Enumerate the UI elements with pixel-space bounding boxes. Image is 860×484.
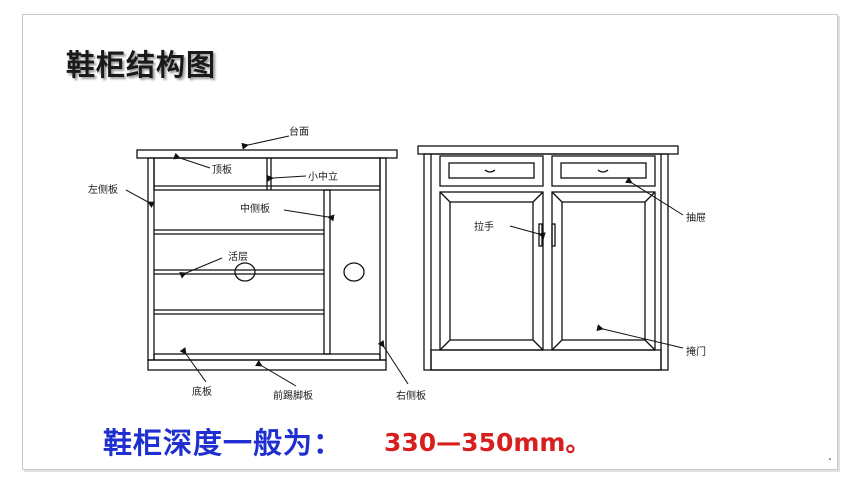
label-left-side: 左侧板 [88, 183, 118, 196]
label-middle-side: 中侧板 [240, 202, 270, 215]
label-shelf: 活层 [228, 251, 248, 263]
slide-frame [22, 14, 838, 470]
label-door: 掩门 [686, 345, 706, 358]
page-title: 鞋柜结构图 [66, 48, 217, 82]
depth-value: 330—350mm。 [384, 428, 591, 457]
label-right-side: 右侧板 [396, 389, 426, 402]
label-small-divider: 小中立 [308, 170, 338, 183]
label-handle: 拉手 [474, 220, 494, 233]
front-cabinet [417, 145, 679, 371]
corner-dot [829, 458, 831, 460]
structure-cabinet [136, 149, 398, 371]
slide-frame-shadow [24, 16, 840, 472]
depth-label: 鞋柜深度一般为： [103, 426, 344, 460]
label-top-surface: 台面 [289, 125, 309, 138]
front-arrows [509, 176, 684, 349]
label-front-kickboard: 前踢脚板 [273, 389, 313, 402]
label-top-board: 顶板 [212, 163, 232, 176]
label-bottom-board: 底板 [192, 385, 212, 398]
label-drawer: 抽屉 [686, 211, 706, 224]
structure-arrows [125, 135, 409, 387]
